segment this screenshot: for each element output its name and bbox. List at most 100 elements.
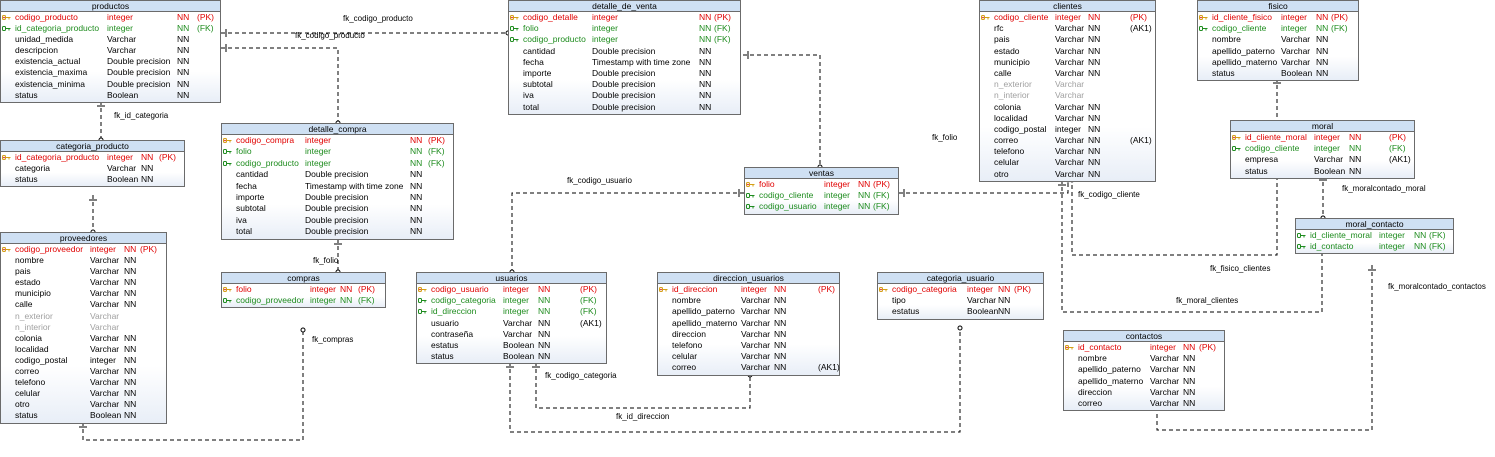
relationship-line[interactable] [1061,180,1323,313]
relationship-line[interactable] [82,330,304,441]
relationship-line[interactable] [221,47,339,123]
relationship-line[interactable] [743,54,821,167]
relationship-line[interactable] [899,180,1069,194]
relationship-line[interactable] [1156,265,1373,431]
relationship-line[interactable] [509,328,961,433]
relationship-line[interactable] [535,362,751,409]
